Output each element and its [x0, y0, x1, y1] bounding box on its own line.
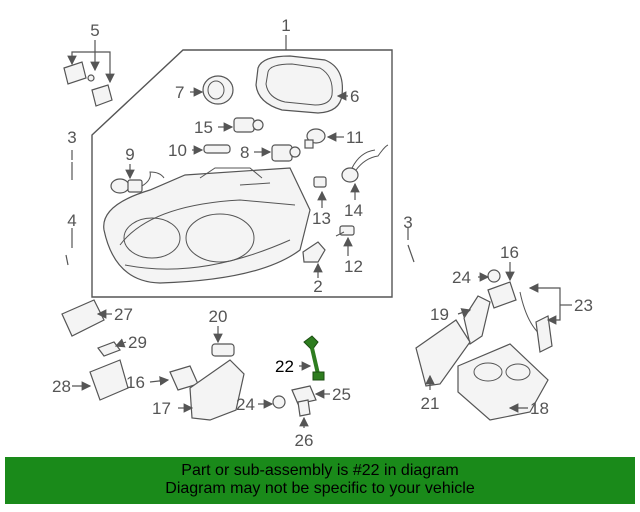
part-5-clips — [63, 61, 113, 107]
part-10-bulb — [203, 144, 231, 154]
part-14-harness — [341, 144, 389, 183]
part-28-bracket — [89, 359, 129, 401]
callout-21: 21 — [421, 394, 440, 413]
callout-7: 7 — [175, 83, 184, 102]
callout-6: 6 — [350, 87, 359, 106]
callout-20: 20 — [209, 307, 228, 326]
part-23-linkage — [519, 291, 553, 353]
info-banner: Part or sub-assembly is #22 in diagram D… — [5, 457, 635, 504]
callout-17: 17 — [152, 399, 171, 418]
callout-24-left: 24 — [236, 395, 255, 414]
banner-line-1: Part or sub-assembly is #22 in diagram — [181, 462, 459, 479]
callout-3-right: 3 — [403, 213, 412, 232]
part-4-screw — [65, 254, 69, 266]
callout-15: 15 — [194, 118, 213, 137]
headlamp-assembly-frame — [91, 49, 393, 298]
part-13-clip — [313, 176, 327, 188]
callout-13: 13 — [312, 209, 331, 228]
callout-25: 25 — [332, 385, 351, 404]
part-22-link-highlighted[interactable] — [303, 335, 325, 381]
callout-5: 5 — [90, 21, 99, 40]
callout-19: 19 — [430, 305, 449, 324]
part-24-nut-left — [272, 395, 286, 409]
banner-line-2: Diagram may not be specific to your vehi… — [165, 480, 475, 497]
part-20-sensor — [211, 343, 235, 357]
callout-9: 9 — [125, 145, 134, 164]
callout-14: 14 — [344, 201, 363, 220]
part-18-housing — [457, 343, 549, 421]
part-12-bulb — [335, 225, 355, 237]
part-7-ring — [202, 75, 234, 105]
callout-1: 1 — [281, 16, 290, 35]
callout-18: 18 — [530, 399, 549, 418]
part-29-clip — [97, 341, 121, 357]
part-2-bracket — [302, 241, 326, 263]
part-11-bulb — [304, 128, 326, 149]
leader-lines — [72, 35, 572, 428]
part-16-sensor-right — [487, 281, 517, 309]
part-17-bracket — [189, 359, 245, 421]
callout-8: 8 — [240, 143, 249, 162]
callout-10: 10 — [168, 141, 187, 160]
part-21-module — [415, 319, 471, 387]
part-25-clip — [291, 385, 317, 405]
callout-4: 4 — [67, 211, 76, 230]
part-9-bulb — [110, 171, 165, 194]
part-15-bulb — [233, 117, 264, 133]
callout-3-left: 3 — [67, 128, 76, 147]
callout-28: 28 — [52, 377, 71, 396]
callout-16-left: 16 — [126, 373, 145, 392]
callout-22-highlighted[interactable]: 22 — [275, 357, 294, 376]
callout-2: 2 — [313, 277, 322, 296]
callout-27: 27 — [114, 305, 133, 324]
part-24-nut-right — [487, 269, 501, 283]
part-26-bolt — [297, 399, 311, 417]
part-27-module — [61, 299, 105, 337]
headlamp-housing — [103, 167, 311, 284]
part-3-screw-right — [407, 244, 415, 263]
callout-24-right: 24 — [452, 268, 471, 287]
callout-16-right: 16 — [500, 243, 519, 262]
callout-11: 11 — [346, 128, 364, 147]
callout-23: 23 — [574, 296, 593, 315]
callout-26: 26 — [295, 431, 314, 450]
part-8-socket — [271, 144, 301, 162]
part-19-bracket — [463, 295, 491, 345]
callout-29: 29 — [128, 333, 147, 352]
part-6-cover — [255, 55, 343, 114]
callout-12: 12 — [344, 257, 363, 276]
